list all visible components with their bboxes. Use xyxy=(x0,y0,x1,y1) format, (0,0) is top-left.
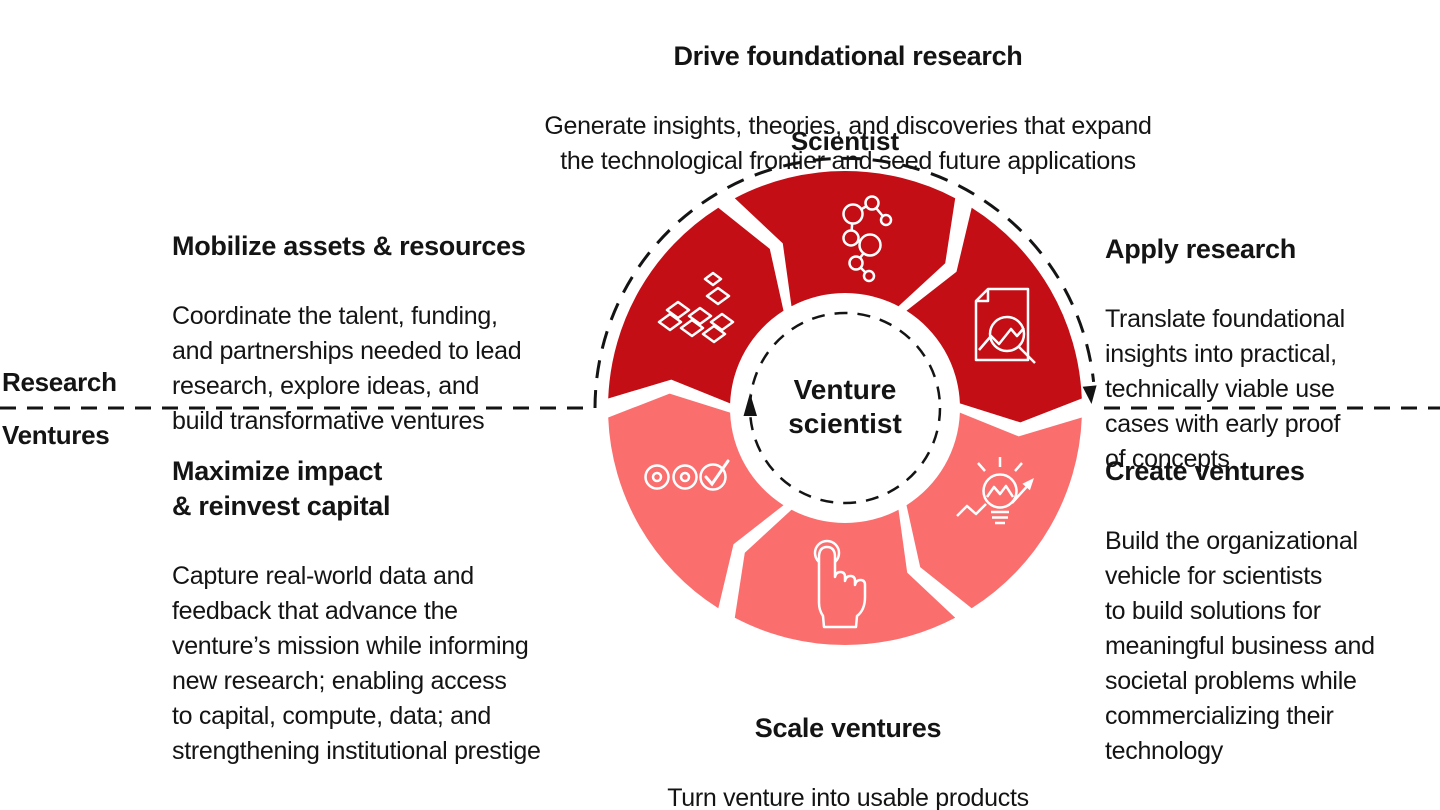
document-chart-magnifier-icon xyxy=(974,287,1036,364)
ventures-label: Ventures xyxy=(2,420,110,450)
lightbulb-growth-icon xyxy=(956,457,1034,525)
block-title: Drive foundational research xyxy=(673,41,1023,71)
scientist-label: Scientist xyxy=(790,126,900,156)
segment-mobilize-assets xyxy=(608,207,784,404)
stacked-tiles-icon xyxy=(657,271,735,344)
maximize-impact-block: Maximize impact & reinvest capital Captu… xyxy=(172,419,622,804)
center-label: Venture scientist xyxy=(788,374,902,439)
mobilize-assets-block: Mobilize assets & resources Coordinate t… xyxy=(172,194,612,474)
progress-check-icon xyxy=(644,459,730,491)
block-title: Apply research xyxy=(1105,234,1296,264)
block-title: Create ventures xyxy=(1105,456,1305,486)
segment-create-ventures xyxy=(906,412,1082,609)
segment-maximize-impact xyxy=(608,393,784,609)
inner-cycle-circle xyxy=(748,311,942,505)
block-body: Turn venture into usable products that c… xyxy=(667,784,1029,810)
block-title: Mobilize assets & resources xyxy=(172,231,526,261)
outer-arc-arrowhead-icon xyxy=(1082,385,1097,404)
block-body: Translate foundational insights into pra… xyxy=(1105,305,1345,473)
apply-research-block: Apply research Translate foundational in… xyxy=(1105,197,1440,512)
molecule-icon xyxy=(842,195,893,283)
drive-foundational-research-block: Drive foundational research Generate ins… xyxy=(348,4,1348,214)
tap-hand-icon xyxy=(813,539,867,629)
block-body: Generate insights, theories, and discove… xyxy=(544,112,1152,175)
outer-cycle-arc xyxy=(593,156,1096,409)
block-title: Maximize impact & reinvest capital xyxy=(172,456,391,521)
research-label: Research xyxy=(2,367,117,397)
create-ventures-block: Create ventures Build the organizational… xyxy=(1105,419,1440,804)
block-body: Capture real-world data and feedback tha… xyxy=(172,562,541,765)
block-body: Build the organizational vehicle for sci… xyxy=(1105,527,1375,765)
inner-circle-arrowhead-icon xyxy=(743,393,757,416)
scale-ventures-block: Scale ventures Turn venture into usable … xyxy=(498,676,1198,810)
block-body: Coordinate the talent, funding, and part… xyxy=(172,302,522,435)
segment-apply-research xyxy=(906,207,1082,423)
block-title: Scale ventures xyxy=(754,713,942,743)
